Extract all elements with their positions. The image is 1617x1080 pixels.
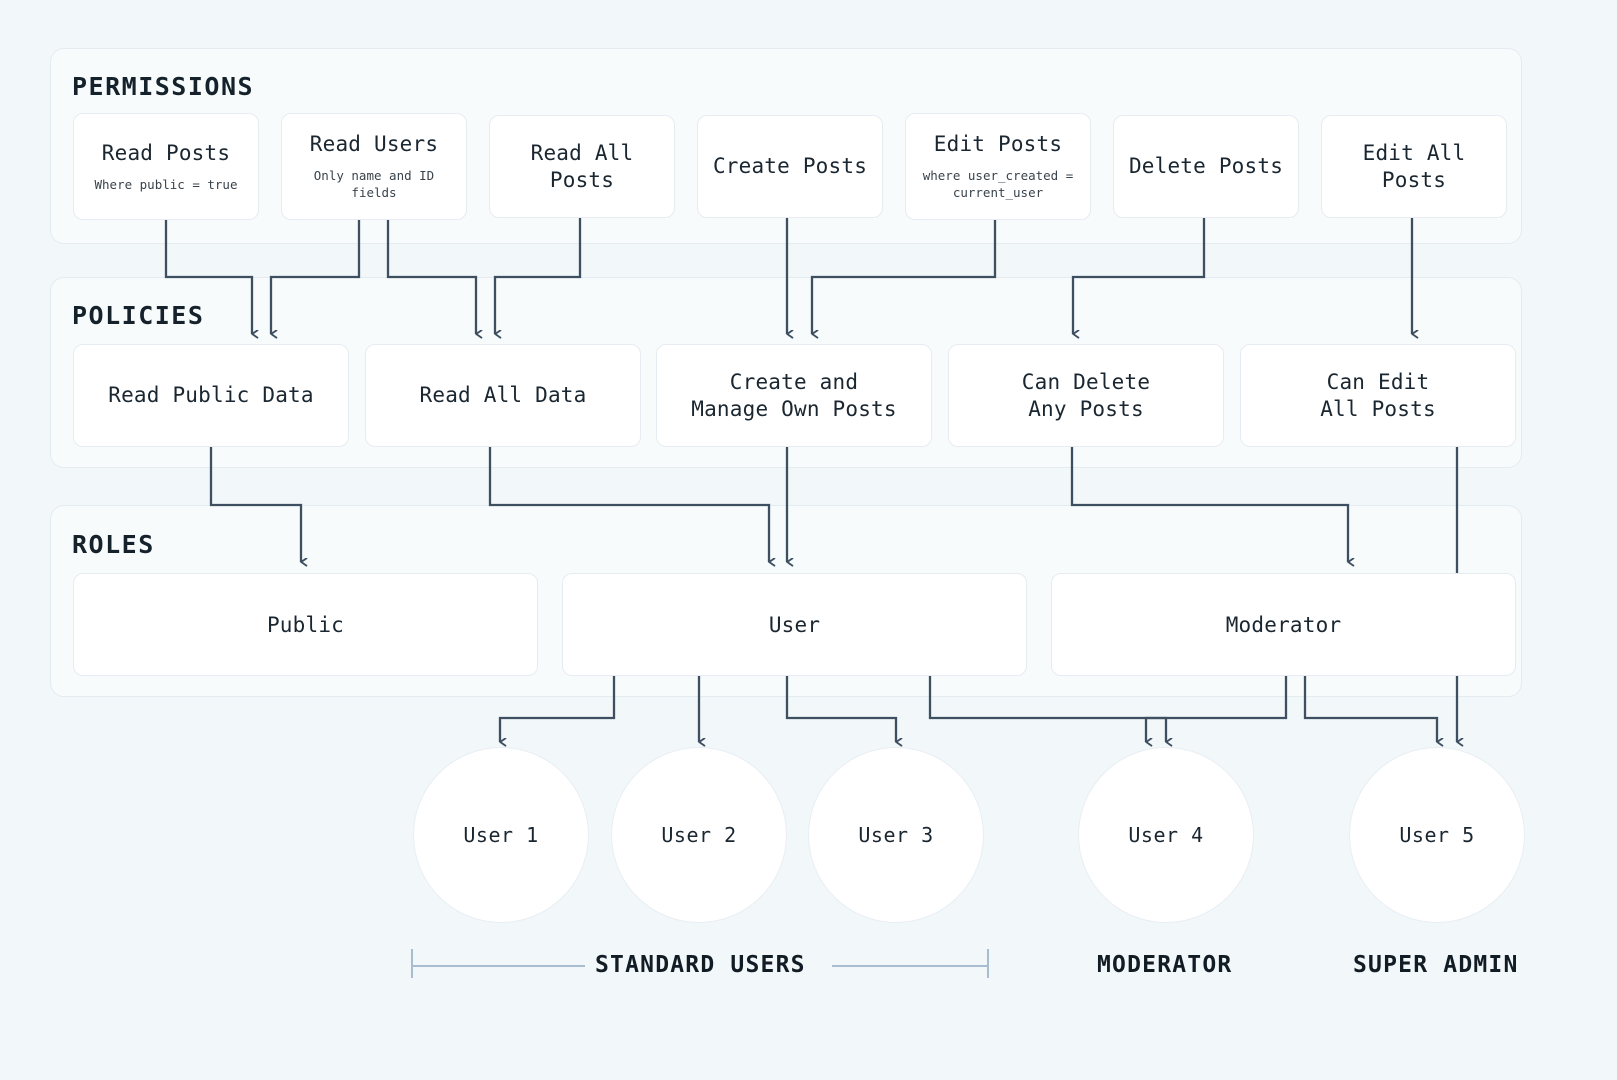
user-label: User 5 (1399, 823, 1475, 847)
policy-title: Can Delete Any Posts (1021, 369, 1151, 421)
policy-title: Read All Data (419, 383, 587, 408)
permission-subtitle: Where public = true (94, 176, 238, 192)
group-label-super-admin: SUPER ADMIN (1353, 952, 1519, 978)
permission-title: Read All Posts (530, 140, 634, 192)
group-label-standard-users: STANDARD USERS (595, 952, 806, 978)
permission-title: Delete Posts (1128, 154, 1284, 179)
policy-title: Create and Manage Own Posts (691, 369, 897, 421)
permission-card[interactable]: Delete Posts (1113, 115, 1299, 218)
permission-title: Create Posts (712, 154, 868, 179)
permission-card[interactable]: Read All Posts (489, 115, 675, 218)
user-node[interactable]: User 5 (1349, 747, 1525, 923)
user-label: User 3 (858, 823, 934, 847)
permission-title: Read Posts (101, 140, 231, 165)
user-label: User 1 (463, 823, 539, 847)
policy-card[interactable]: Create and Manage Own Posts (656, 344, 932, 447)
permission-card[interactable]: Edit All Posts (1321, 115, 1507, 218)
policy-card[interactable]: Can Edit All Posts (1240, 344, 1516, 447)
user-node[interactable]: User 1 (413, 747, 589, 923)
role-card-moderator[interactable]: Moderator (1051, 573, 1516, 676)
permission-subtitle: where user_created = current_user (922, 168, 1074, 200)
policy-title: Read Public Data (108, 383, 314, 408)
user-node[interactable]: User 4 (1078, 747, 1254, 923)
user-node[interactable]: User 2 (611, 747, 787, 923)
permissions-section-title: PERMISSIONS (72, 72, 255, 101)
policy-card[interactable]: Can Delete Any Posts (948, 344, 1224, 447)
role-title: Public (266, 612, 345, 637)
permission-subtitle: Only name and ID fields (313, 168, 435, 200)
permission-title: Edit All Posts (1362, 140, 1466, 192)
permission-title: Read Users (309, 132, 439, 157)
role-card-user[interactable]: User (562, 573, 1027, 676)
permission-card[interactable]: Read Users Only name and ID fields (281, 113, 467, 220)
user-label: User 2 (661, 823, 737, 847)
permission-card[interactable]: Read Posts Where public = true (73, 113, 259, 220)
user-node[interactable]: User 3 (808, 747, 984, 923)
role-title: Moderator (1225, 612, 1342, 637)
policy-card[interactable]: Read All Data (365, 344, 641, 447)
permission-card[interactable]: Edit Posts where user_created = current_… (905, 113, 1091, 220)
policies-section-title: POLICIES (72, 301, 205, 330)
user-label: User 4 (1128, 823, 1204, 847)
permission-card[interactable]: Create Posts (697, 115, 883, 218)
role-card-public[interactable]: Public (73, 573, 538, 676)
roles-section-title: ROLES (72, 530, 155, 559)
role-title: User (768, 612, 821, 637)
policy-title: Can Edit All Posts (1320, 369, 1436, 421)
group-label-moderator: MODERATOR (1097, 952, 1233, 978)
permission-title: Edit Posts (933, 132, 1063, 157)
policy-card[interactable]: Read Public Data (73, 344, 349, 447)
